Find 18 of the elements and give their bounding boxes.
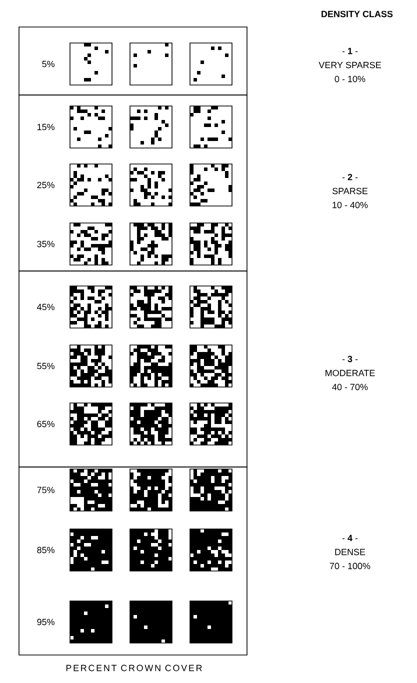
class-label: - 1 -	[342, 48, 358, 54]
title: DENSITY CLASS	[322, 10, 393, 18]
class-label: - 3 -	[342, 356, 358, 362]
class-label: MODERATE	[326, 370, 375, 376]
density-band: 15% 25% 35%	[18, 94, 248, 272]
density-band: 5%	[18, 26, 248, 96]
class-label: DENSE	[335, 548, 366, 556]
class-label: 70 - 100%	[330, 562, 370, 570]
class-label: SPARSE	[332, 188, 368, 194]
caption: PERCENT CROWN COVER	[66, 664, 202, 672]
class-label: 0 - 10%	[334, 76, 366, 82]
class-label: - 4 -	[342, 534, 358, 542]
class-label: 10 - 40%	[332, 202, 368, 208]
class-label: - 2 -	[342, 174, 358, 180]
class-label: VERY SPARSE	[318, 62, 381, 68]
density-band: 75% 85% 95%	[18, 466, 248, 656]
class-label: 40 - 70%	[332, 384, 368, 390]
density-band: 45% 55% 65%	[18, 270, 248, 468]
